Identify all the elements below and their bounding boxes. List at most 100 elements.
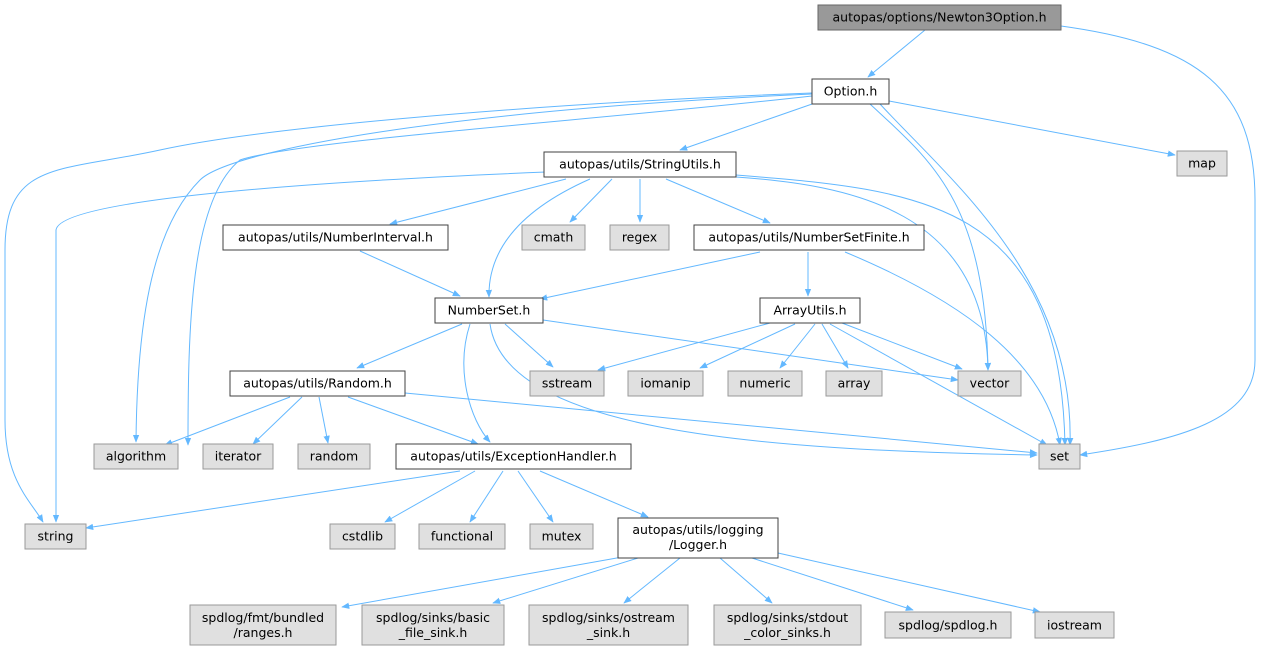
svg-text:regex: regex	[622, 230, 657, 245]
svg-text:_file_sink.h: _file_sink.h	[398, 625, 468, 640]
edge-exceptionhandler-to-mutex	[517, 470, 554, 523]
edge-option-to-map	[888, 100, 1176, 157]
svg-text:spdlog/fmt/bundled: spdlog/fmt/bundled	[202, 610, 324, 625]
edge-random-to-algorithm	[164, 396, 291, 446]
svg-text:/ranges.h: /ranges.h	[234, 625, 293, 640]
svg-text:Option.h: Option.h	[824, 84, 878, 99]
edge-exceptionhandler-to-cstdlib	[384, 470, 476, 523]
svg-text:mutex: mutex	[542, 529, 582, 544]
svg-text:vector: vector	[970, 376, 1011, 391]
edge-numberset-to-set	[489, 323, 1038, 459]
edge-stringutils-to-numberinterval	[389, 178, 567, 226]
edge-exceptionhandler-to-logger	[539, 470, 649, 518]
edge-stringutils-to-string	[52, 171, 547, 523]
node-arrayutils[interactable]: ArrayUtils.h	[759, 297, 861, 324]
edge-random-to-random	[318, 396, 330, 444]
edge-arrayutils-to-set	[829, 323, 1048, 446]
svg-text:autopas/utils/NumberSetFinite.: autopas/utils/NumberSetFinite.h	[708, 230, 909, 245]
edge-numberset-to-exceptionhandler	[463, 323, 491, 443]
edge-newton3option-to-set	[1060, 25, 1256, 458]
node-mutex: mutex	[529, 523, 594, 550]
edge-stringutils-to-numbersetfinite	[665, 178, 771, 224]
edge-numbersetfinite-to-numberset	[539, 251, 761, 301]
svg-text:spdlog/sinks/basic: spdlog/sinks/basic	[376, 610, 490, 625]
edge-exceptionhandler-to-string	[85, 470, 461, 531]
node-numberset[interactable]: NumberSet.h	[434, 297, 544, 324]
node-numberinterval[interactable]: autopas/utils/NumberInterval.h	[222, 224, 449, 251]
edge-arrayutils-to-vector	[841, 322, 963, 370]
edge-option-to-stringutils	[679, 102, 816, 151]
node-stringutils[interactable]: autopas/utils/StringUtils.h	[543, 151, 737, 178]
svg-text:ArrayUtils.h: ArrayUtils.h	[773, 303, 846, 318]
edge-stringutils-to-numberset	[485, 178, 591, 298]
edge-logger-to-basic-file-sink	[492, 557, 639, 604]
node-exceptionhandler[interactable]: autopas/utils/ExceptionHandler.h	[395, 443, 632, 470]
svg-text:autopas/options/Newton3Option.: autopas/options/Newton3Option.h	[832, 10, 1046, 25]
svg-text:spdlog/sinks/ostream: spdlog/sinks/ostream	[542, 610, 675, 625]
node-ostream-sink: spdlog/sinks/ostream _sink.h	[528, 604, 689, 646]
node-logger[interactable]: autopas/utils/logging /Logger.h	[617, 517, 779, 559]
node-vector: vector	[957, 370, 1022, 397]
svg-text:spdlog/spdlog.h: spdlog/spdlog.h	[899, 618, 998, 633]
edge-option-to-algorithm	[132, 93, 813, 443]
svg-text:NumberSet.h: NumberSet.h	[448, 303, 531, 318]
edge-arrayutils-to-sstream	[597, 322, 771, 372]
edge-numberinterval-to-numberset	[359, 250, 461, 297]
edge-stringutils-to-vector	[735, 176, 992, 371]
node-map: map	[1176, 150, 1228, 177]
node-set: set	[1038, 443, 1081, 470]
svg-text:_color_sinks.h: _color_sinks.h	[743, 625, 831, 640]
node-cmath: cmath	[521, 224, 586, 251]
edge-newton3option-to-option	[867, 29, 926, 78]
edge-random-to-iterator	[252, 396, 303, 445]
svg-text:iostream: iostream	[1047, 618, 1102, 633]
node-string: string	[24, 523, 87, 550]
node-spdlog: spdlog/spdlog.h	[884, 611, 1012, 639]
svg-text:cmath: cmath	[534, 230, 574, 245]
edge-logger-to-fmt-ranges	[341, 555, 629, 609]
edge-numberset-to-sstream	[504, 323, 554, 368]
node-algorithm: algorithm	[93, 443, 179, 470]
svg-text:cstdlib: cstdlib	[342, 529, 383, 544]
svg-text:map: map	[1188, 156, 1216, 171]
svg-text:autopas/utils/NumberInterval.h: autopas/utils/NumberInterval.h	[238, 230, 433, 245]
edge-option-to-set	[879, 103, 1074, 446]
svg-text:numeric: numeric	[739, 376, 790, 391]
svg-text:array: array	[838, 376, 871, 391]
svg-text:/Logger.h: /Logger.h	[669, 537, 727, 552]
svg-text:autopas/utils/StringUtils.h: autopas/utils/StringUtils.h	[559, 157, 721, 172]
svg-text:spdlog/sinks/stdout: spdlog/sinks/stdout	[727, 610, 848, 625]
edge-numbersetfinite-to-set	[844, 251, 1062, 446]
node-random-h[interactable]: autopas/utils/Random.h	[229, 370, 406, 397]
svg-text:_sink.h: _sink.h	[586, 625, 630, 640]
svg-text:sstream: sstream	[542, 376, 592, 391]
edge-option-to-vector	[869, 103, 992, 371]
node-newton3option[interactable]: autopas/options/Newton3Option.h	[817, 4, 1062, 31]
svg-text:algorithm: algorithm	[106, 449, 166, 464]
node-numbersetfinite[interactable]: autopas/utils/NumberSetFinite.h	[693, 224, 925, 251]
node-iostream: iostream	[1034, 611, 1115, 639]
edge-numberset-to-random	[356, 323, 463, 369]
svg-text:autopas/utils/logging: autopas/utils/logging	[632, 522, 763, 537]
node-regex: regex	[609, 224, 670, 251]
edge-logger-to-ostream-sink	[623, 557, 681, 604]
svg-text:string: string	[38, 529, 74, 544]
node-option[interactable]: Option.h	[811, 78, 890, 105]
node-iterator: iterator	[202, 443, 274, 470]
node-sstream: sstream	[529, 370, 605, 397]
edge-option-to-string	[4, 92, 813, 523]
edge-stringutils-to-set	[735, 174, 1069, 446]
node-stdout-color-sinks: spdlog/sinks/stdout _color_sinks.h	[713, 604, 862, 646]
svg-text:iomanip: iomanip	[640, 376, 690, 391]
edge-option-to-iterator	[184, 95, 813, 446]
svg-text:set: set	[1050, 449, 1069, 464]
svg-text:autopas/utils/Random.h: autopas/utils/Random.h	[243, 376, 392, 391]
edge-arrayutils-to-iomanip	[699, 323, 796, 369]
node-iomanip: iomanip	[627, 370, 704, 397]
node-basic-file-sink: spdlog/sinks/basic _file_sink.h	[361, 604, 505, 646]
edge-logger-to-stdout-color-sinks	[719, 557, 773, 604]
edge-logger-to-iostream	[777, 552, 1041, 614]
node-functional: functional	[418, 523, 506, 550]
edge-logger-to-spdlog	[751, 557, 914, 611]
